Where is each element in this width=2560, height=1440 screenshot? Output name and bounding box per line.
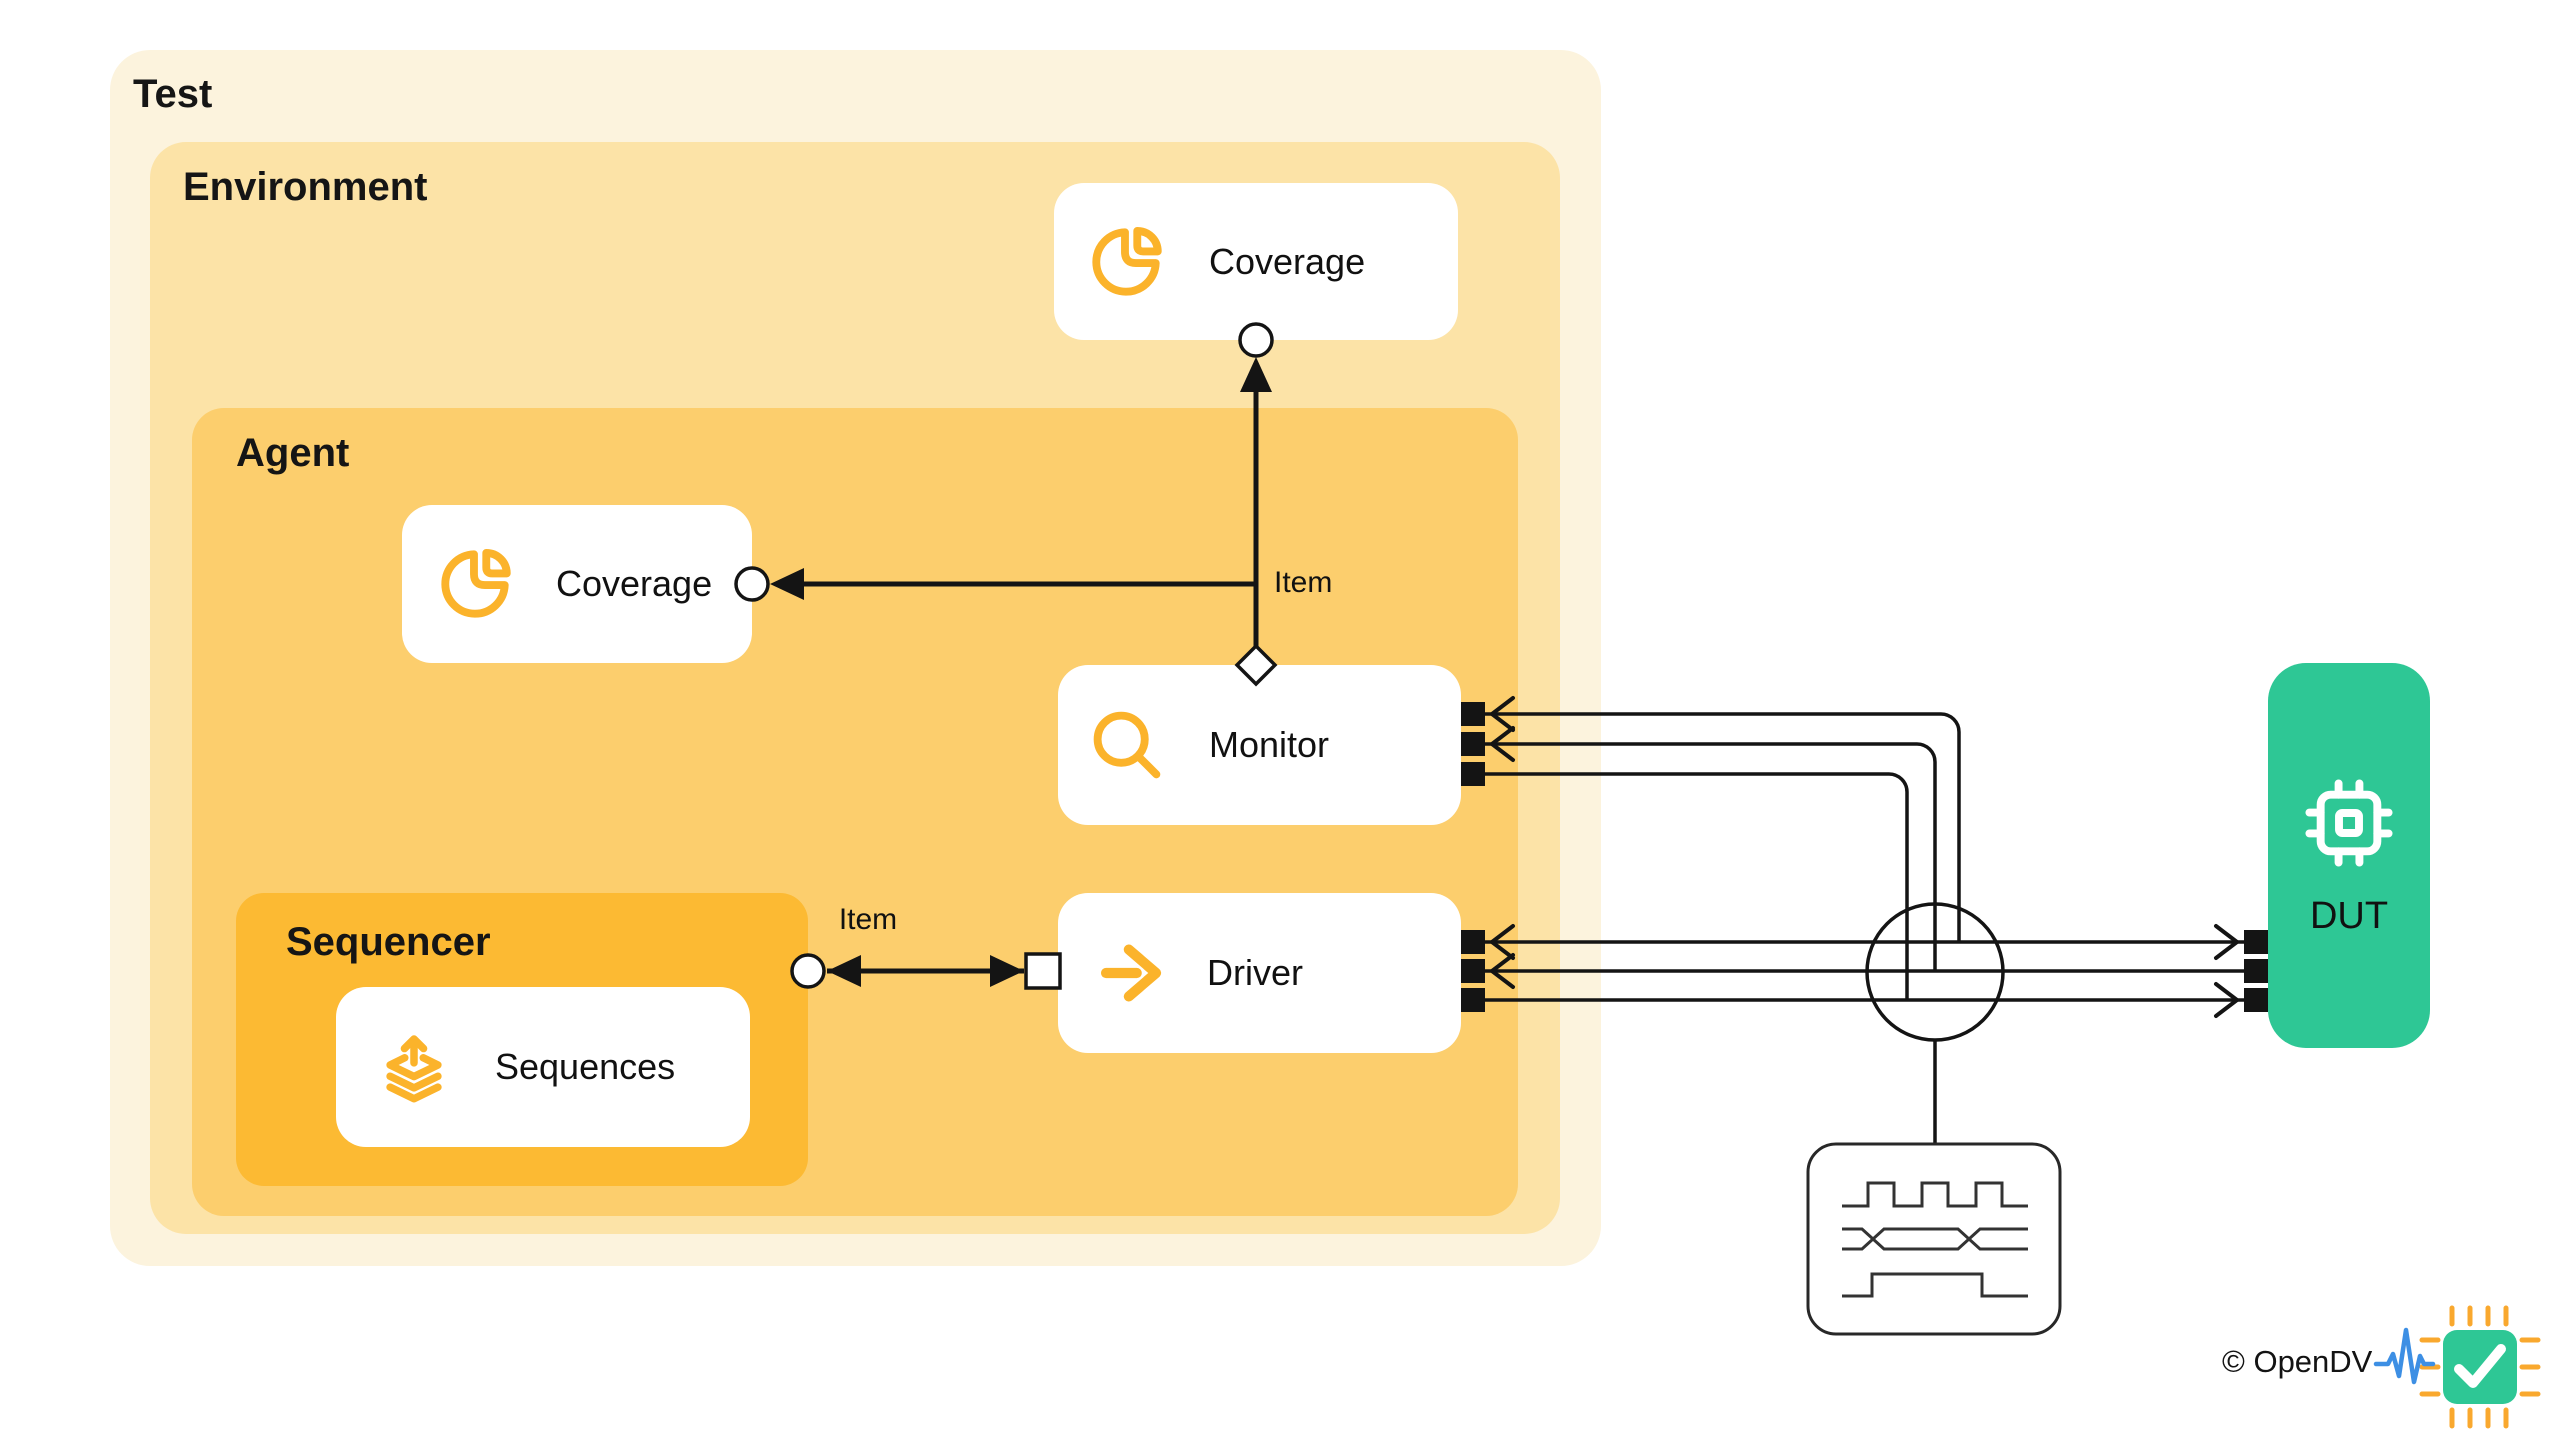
sequencer-item-label: Item: [838, 903, 898, 936]
copyright-text: © OpenDV: [2222, 1344, 2373, 1379]
dut-pin-ports: [2244, 930, 2268, 1012]
monitor-item-label: Item: [1274, 566, 1333, 599]
waveform-icon: [1806, 1142, 2062, 1336]
env-coverage-label: Coverage: [1209, 240, 1366, 282]
logo-pulse-wave: [2373, 1327, 2436, 1385]
driver-dut-wires: [1485, 940, 2244, 1002]
layers-upload-icon: [386, 1035, 442, 1103]
opendv-logo: [2373, 1305, 2541, 1429]
node-dut: DUT: [2268, 663, 2430, 1048]
pie-chart-icon: [1092, 226, 1162, 296]
driver-pin-ports: [1461, 930, 1485, 1012]
sequencer-driver-arrow: [827, 955, 1024, 987]
dut-label: DUT: [2309, 895, 2389, 937]
chevron-arrowheads: [1490, 696, 2239, 1018]
sequencer-port: [790, 953, 826, 989]
sequencer-label: Sequencer: [286, 920, 491, 964]
driver-label: Driver: [1207, 952, 1303, 993]
pie-chart-icon: [441, 548, 511, 618]
env-coverage-port: [1238, 322, 1274, 358]
logo-check-icon: [2454, 1344, 2506, 1388]
environment-label: Environment: [183, 165, 428, 209]
monitor-pin-wires: [1485, 712, 1961, 1000]
node-driver: Driver: [1058, 893, 1461, 1053]
node-monitor: Monitor: [1058, 665, 1461, 825]
magnifier-icon: [1093, 711, 1161, 779]
driver-seq-port: [1024, 952, 1062, 990]
monitor-coverage-arrows: [770, 357, 1272, 648]
sequences-label: Sequences: [495, 1046, 676, 1087]
test-label: Test: [133, 72, 213, 116]
node-sequences: Sequences: [336, 987, 750, 1147]
agent-coverage-label: Coverage: [556, 563, 713, 604]
arrow-right-icon: [1100, 944, 1162, 1002]
monitor-label: Monitor: [1209, 724, 1330, 765]
chip-icon: [2305, 779, 2393, 867]
node-agent-coverage: Coverage: [402, 505, 752, 663]
monitor-analysis-port: [1234, 643, 1278, 687]
node-env-coverage: Coverage: [1054, 183, 1458, 340]
logo-pins: [2419, 1305, 2541, 1429]
agent-label: Agent: [236, 431, 350, 475]
agent-coverage-port: [734, 566, 770, 602]
monitor-pin-ports: [1461, 702, 1485, 786]
